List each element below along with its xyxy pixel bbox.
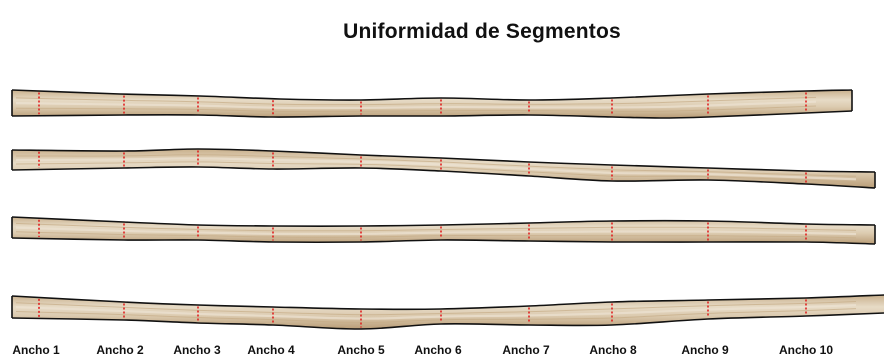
- segment-strip-2: [11, 148, 876, 189]
- strip-grain: [15, 231, 857, 239]
- strip-outline: [11, 89, 853, 101]
- segment-strip-3: [11, 216, 876, 245]
- width-label-10: Ancho 10: [778, 343, 833, 357]
- strip-outline: [11, 237, 876, 245]
- strip-grain: [15, 96, 817, 106]
- segment-strip-4: [11, 294, 884, 330]
- strip-grain: [15, 303, 857, 320]
- width-label-7: Ancho 7: [502, 343, 550, 357]
- strip-grain: [15, 105, 817, 112]
- segment-strip-1: [11, 89, 853, 119]
- width-label-9: Ancho 9: [681, 343, 729, 357]
- width-label-1: Ancho 1: [12, 343, 60, 357]
- strip-grain: [15, 222, 857, 232]
- strip-grain: [15, 157, 857, 181]
- strip-outline: [11, 216, 876, 227]
- width-label-3: Ancho 3: [173, 343, 221, 357]
- strip-outline: [11, 294, 884, 311]
- strip-grain: [15, 154, 857, 177]
- width-label-4: Ancho 4: [247, 343, 295, 357]
- strip-body: [12, 295, 884, 330]
- diagram-title: Uniformidad de Segmentos: [343, 20, 621, 43]
- width-label-6: Ancho 6: [414, 343, 462, 357]
- strip-outline: [11, 166, 876, 189]
- strip-grain: [15, 300, 857, 316]
- strip-grain: [15, 100, 817, 110]
- strip-grain: [15, 308, 857, 323]
- strip-body: [12, 217, 875, 244]
- width-label-5: Ancho 5: [337, 343, 385, 357]
- strip-outline: [11, 110, 853, 119]
- width-label-2: Ancho 2: [96, 343, 144, 357]
- width-label-8: Ancho 8: [589, 343, 637, 357]
- strip-grain: [15, 226, 857, 236]
- strip-grain: [15, 161, 857, 183]
- strip-outline: [11, 312, 884, 330]
- strip-outline: [11, 148, 876, 173]
